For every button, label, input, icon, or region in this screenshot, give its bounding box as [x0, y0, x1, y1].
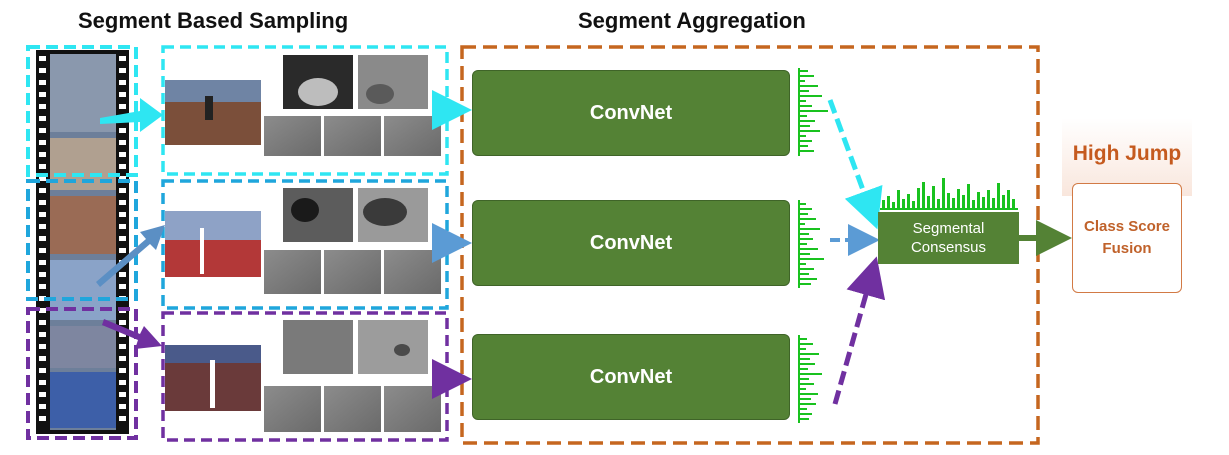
optical-flow-icon [264, 250, 321, 294]
snippet-1-content [165, 55, 441, 156]
aggregation-title: Segment Aggregation [578, 8, 806, 33]
sampling-arrow-3 [102, 319, 162, 349]
segment-2-selector [26, 179, 138, 301]
optical-flow-icon [264, 116, 321, 156]
optical-flow-icon [283, 320, 353, 374]
consensus-line-2: Consensus [910, 239, 987, 256]
fusion-line-1: Class Score [1084, 218, 1170, 235]
optical-flow-icon [358, 320, 428, 374]
segment-3-selector [26, 307, 138, 440]
convnet-1-label: ConvNet [589, 101, 673, 124]
snippet-3-content [165, 320, 441, 432]
score-bars-1 [798, 68, 828, 156]
consensus-line-1: Segmental [912, 220, 985, 237]
convnet-2: ConvNet [472, 200, 790, 286]
consensus-score-bars [880, 178, 1018, 210]
fusion-line-2: Fusion [1102, 240, 1152, 257]
class-label: High Jump [1072, 142, 1182, 165]
snippet-2-content [165, 188, 441, 294]
film-strip-icon [36, 50, 129, 434]
convnet-2-label: ConvNet [589, 231, 673, 254]
segmental-consensus: Segmental Consensus [878, 212, 1019, 264]
score-arrow-3 [832, 256, 886, 405]
optical-flow-icon [324, 116, 381, 156]
optical-flow-icon [384, 386, 441, 432]
segment-1-selector [26, 45, 138, 177]
convnet-3: ConvNet [472, 334, 790, 420]
convnet-3-label: ConvNet [589, 365, 673, 388]
class-score-fusion: Class Score Fusion [1072, 183, 1182, 293]
score-arrow-1 [827, 99, 883, 230]
optical-flow-icon [264, 386, 321, 432]
optical-flow-icon [384, 250, 441, 294]
optical-flow-icon [358, 55, 428, 109]
convnet-1: ConvNet [472, 70, 790, 156]
optical-flow-icon [324, 250, 381, 294]
sampling-title: Segment Based Sampling [78, 8, 349, 33]
optical-flow-icon [384, 116, 441, 156]
optical-flow-icon [324, 386, 381, 432]
score-bars-2 [798, 200, 824, 288]
sampling-arrow-1 [100, 98, 163, 132]
sampling-arrow-2 [96, 225, 165, 287]
score-bars-3 [798, 335, 822, 423]
